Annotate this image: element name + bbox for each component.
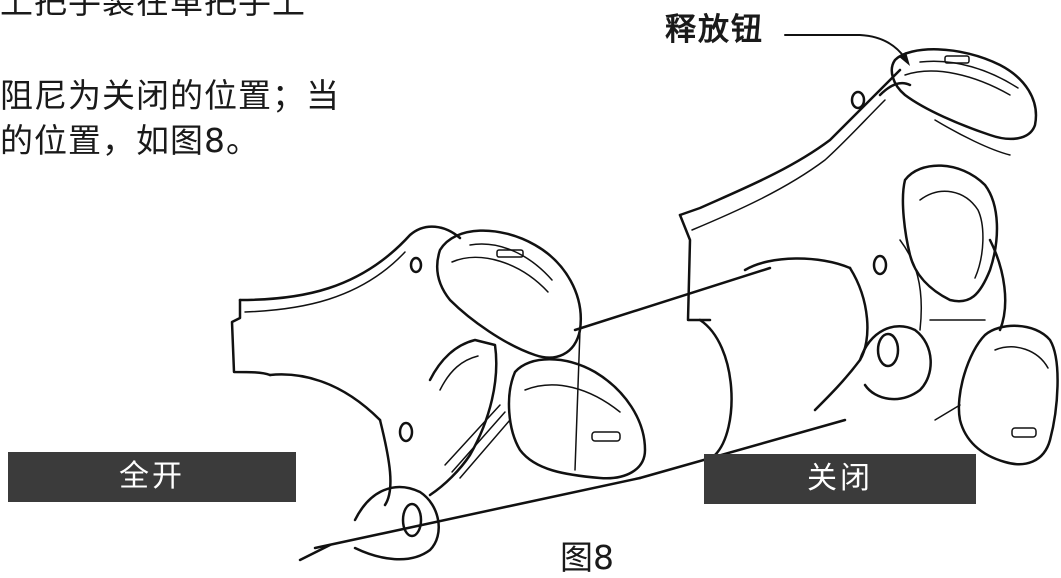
- callout-arrowhead: [898, 52, 910, 66]
- body-text-line-2: 阻尼为关闭的位置；当: [0, 76, 340, 115]
- figure-caption: 图8: [560, 538, 614, 577]
- body-text-line-3: 的位置，如图8。: [0, 121, 260, 160]
- release-button-label: 释放钮: [665, 12, 764, 48]
- lever-closed: [678, 48, 1059, 466]
- lever-full-open: [230, 225, 647, 561]
- tag-full-open: 全开: [8, 452, 296, 502]
- handlebar-tube: [298, 266, 847, 562]
- body-text-line-1: 上把手装在車把手上: [0, 0, 306, 21]
- callout-leader-line: [784, 34, 906, 59]
- tag-closed: 关闭: [704, 454, 976, 504]
